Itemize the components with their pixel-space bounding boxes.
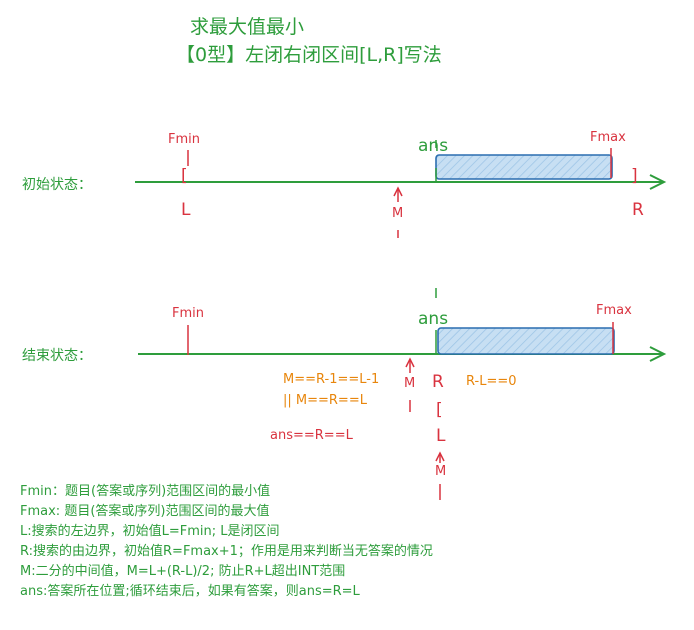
end-state-label: 结束状态： bbox=[22, 348, 92, 364]
initial-state-label: 初始状态： bbox=[22, 177, 92, 193]
initial-answer-range-box bbox=[435, 154, 613, 180]
end-answer-range-box bbox=[437, 327, 615, 355]
end-condition-line2: || M==R==L bbox=[283, 393, 367, 408]
legend-fmax: Fmax: 题目(答案或序列)范围区间的最大值 bbox=[20, 504, 270, 519]
initial-ans-label: ans bbox=[418, 136, 449, 156]
end-r-label: R bbox=[432, 372, 444, 392]
initial-r-label: R bbox=[632, 200, 644, 220]
legend-l: L:搜索的左边界，初始值L=Fmin; L是闭区间 bbox=[20, 524, 280, 539]
initial-bracket-right: ] bbox=[631, 166, 638, 186]
initial-l-label: L bbox=[181, 200, 191, 220]
end-r-minus-l: R-L==0 bbox=[466, 374, 517, 389]
end-condition-ans: ans==R==L bbox=[270, 428, 353, 443]
initial-fmin-label: Fmin bbox=[168, 132, 200, 147]
title-line2: 【0型】左闭右闭区间[L,R]写法 bbox=[176, 44, 442, 66]
legend: Fmin：题目(答案或序列)范围区间的最小值 Fmax: 题目(答案或序列)范围… bbox=[20, 482, 433, 602]
title-line1: 求最大值最小 bbox=[190, 16, 305, 38]
end-bracket-left: [ bbox=[436, 400, 443, 420]
end-m-label: M bbox=[404, 376, 416, 391]
end-fmin-label: Fmin bbox=[172, 306, 204, 321]
legend-fmin: Fmin：题目(答案或序列)范围区间的最小值 bbox=[20, 484, 271, 499]
initial-axis-arrowhead bbox=[649, 174, 667, 190]
legend-ans: ans:答案所在位置;循环结束后，如果有答案，则ans=R=L bbox=[20, 584, 360, 599]
initial-fmax-label: Fmax bbox=[590, 130, 626, 145]
end-ans-label: ans bbox=[418, 309, 449, 329]
end-m-below-label: M bbox=[435, 464, 447, 479]
legend-r: R:搜索的由边界，初始值R=Fmax+1；作用是用来判断当无答案的情况 bbox=[20, 544, 433, 559]
end-l-label: L bbox=[436, 426, 446, 446]
initial-bracket-left: [ bbox=[181, 166, 188, 186]
initial-m-label: M bbox=[392, 206, 404, 221]
end-fmax-label: Fmax bbox=[596, 303, 632, 318]
end-condition-line1: M==R-1==L-1 bbox=[283, 372, 380, 387]
legend-m: M:二分的中间值，M=L+(R-L)/2; 防止R+L超出INT范围 bbox=[20, 564, 346, 579]
end-axis-arrowhead bbox=[649, 346, 667, 362]
